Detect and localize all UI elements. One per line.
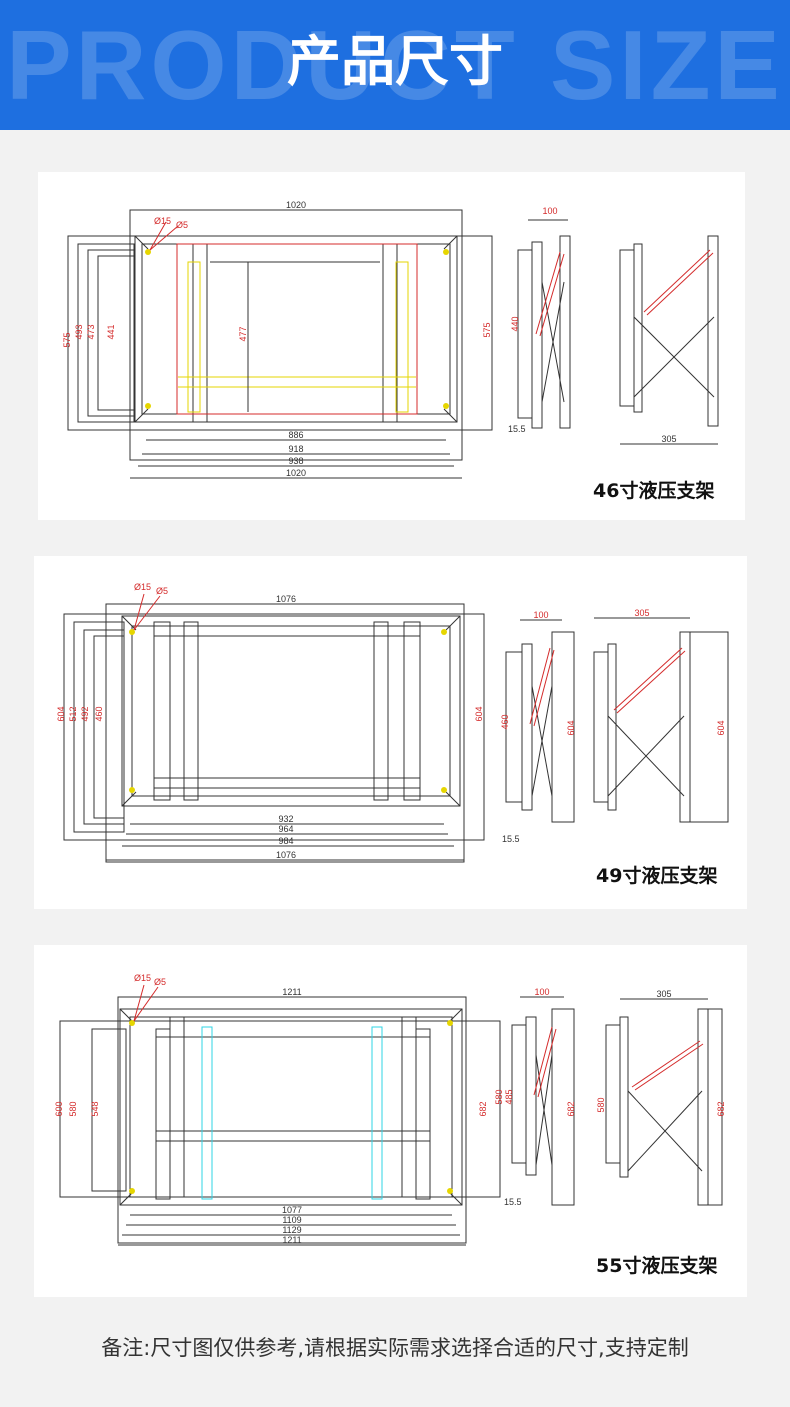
extended-depth-49: 305 [634,608,649,618]
side-offset-55: 15.5 [504,1197,522,1207]
hole-label-49-1: Ø15 [134,582,151,592]
left-height-49-2: 512 [68,706,78,721]
panel-49: Ø15 Ø5 1076 932 964 984 1076 604 512 492… [34,556,747,909]
top-width-46: 1020 [286,200,306,210]
side-height2-49: 604 [566,720,576,735]
front-view-55 [59,996,501,1244]
side-depth-55: 100 [534,987,549,997]
left-height-49-4: 460 [94,706,104,721]
caption-49: 49寸液压支架 [596,865,718,887]
left-height-3: 473 [86,324,96,339]
side-height-55: 485 [504,1089,514,1104]
left-height-55-3: 548 [90,1101,100,1116]
bottom-width-55-1: 1077 [282,1205,302,1215]
footnote: 备注:尺寸图仅供参考,请根据实际需求选择合适的尺寸,支持定制 [101,1336,689,1360]
side-height-46: 440 [510,316,520,331]
extended-view-55 [605,998,723,1206]
extended-depth-46: 305 [661,434,676,444]
top-width-49: 1076 [276,594,296,604]
hole-label-55-1: Ø15 [134,973,151,983]
left-height-4: 441 [106,324,116,339]
hole-leaders-55 [133,984,159,1022]
extended-depth-55: 305 [656,989,671,999]
extended-height-49: 604 [716,720,726,735]
corner-holes-49 [129,629,447,793]
left-height-55-2: 580 [68,1101,78,1116]
right-height-49: 604 [474,706,484,721]
side-offset-46: 15.5 [508,424,526,434]
bottom-width-49-2: 964 [278,824,293,834]
cyan-rails-55 [201,1026,383,1200]
bottom-dims-46 [130,439,462,479]
extended-view-49 [593,617,729,823]
bottom-width-2: 918 [288,444,303,454]
front-view-49 [63,603,485,863]
side-height-small-55: 580 [494,1089,504,1104]
right-height-46: 575 [482,322,492,337]
header-background-text: PRODUCT SIZE [6,10,784,120]
caption-55: 55寸液压支架 [596,1255,718,1277]
hole-label-49-2: Ø5 [156,586,168,596]
extended-height-55: 580 [596,1097,606,1112]
bottom-width-4: 1020 [286,468,306,478]
side-piston-49 [529,647,555,727]
top-width-55: 1211 [282,987,301,997]
bottom-width-3: 938 [288,456,303,466]
side-view-49 [505,619,575,823]
page-title: 产品尺寸 [287,30,503,93]
side-depth-49: 100 [533,610,548,620]
side-piston-55 [533,1026,557,1098]
bottom-width-55-3: 1129 [282,1225,301,1235]
front-view-46 [67,209,493,461]
corner-holes-46 [145,249,449,409]
hole-label-55-2: Ø5 [154,977,166,987]
extended-piston-49 [613,647,686,714]
hole-label-1: Ø15 [154,216,171,226]
inner-height-46: 477 [238,326,248,341]
bottom-dims-49 [106,823,464,861]
extended-height2-55: 682 [716,1101,726,1116]
bottom-width-55-4: 1211 [282,1235,301,1245]
side-view-55 [511,996,575,1206]
drawing-55: Ø15 Ø5 1211 1077 1109 1129 1211 600 580 … [54,973,726,1246]
bottom-width-49-3: 984 [278,836,293,846]
side-height2-55: 682 [566,1101,576,1116]
left-height-2: 493 [74,324,84,339]
left-height-55-1: 600 [54,1101,64,1116]
hole-leaders-49 [133,593,161,631]
panel-46: Ø15 Ø5 1020 886 918 938 1020 575 493 473… [38,172,745,520]
bottom-dims-55 [118,1214,466,1246]
side-offset-49: 15.5 [502,834,520,844]
side-depth-46: 100 [542,206,557,216]
panel-55: Ø15 Ø5 1211 1077 1109 1129 1211 600 580 … [34,945,747,1297]
caption-46: 46寸液压支架 [593,480,715,502]
side-piston-46 [535,251,565,337]
extended-piston-46 [643,249,714,316]
bottom-width-49-1: 932 [278,814,293,824]
left-height-49-3: 492 [80,706,90,721]
bottom-width-1: 886 [288,430,303,440]
extended-piston-55 [631,1040,704,1091]
drawing-46: Ø15 Ø5 1020 886 918 938 1020 575 493 473… [62,200,719,479]
corner-holes-55 [129,1020,453,1194]
bottom-width-55-2: 1109 [282,1215,301,1225]
header-banner: PRODUCT SIZE 产品尺寸 [0,0,790,130]
side-height-49: 460 [500,714,510,729]
left-height-1: 575 [62,332,72,347]
hole-leaders-46 [149,221,179,251]
drawing-49: Ø15 Ø5 1076 932 964 984 1076 604 512 492… [56,582,729,863]
right-height-55: 682 [478,1101,488,1116]
hole-label-2: Ø5 [176,220,188,230]
bottom-width-49-4: 1076 [276,850,296,860]
left-height-49-1: 604 [56,706,66,721]
extended-view-46 [619,235,719,445]
